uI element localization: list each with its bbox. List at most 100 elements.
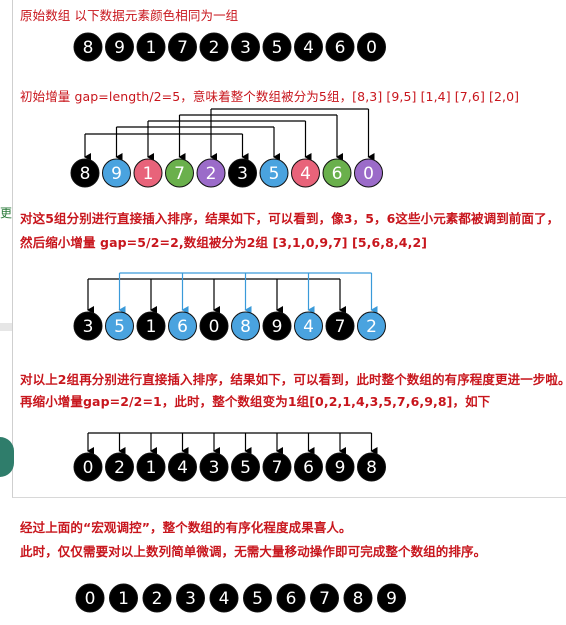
ball-final-1 — [109, 583, 138, 613]
ball-label-original-3: 7 — [177, 38, 188, 58]
ball-label-final-4: 4 — [219, 589, 230, 609]
ball-label-final-5: 5 — [252, 589, 263, 609]
ball-label-gap2-7: 4 — [303, 317, 314, 337]
ball-gap5-6 — [259, 158, 289, 188]
ball-label-final-8: 8 — [353, 589, 364, 609]
ball-gap1-5 — [231, 452, 260, 482]
ball-gap5-5 — [228, 158, 257, 188]
ball-label-gap5-9: 0 — [363, 164, 374, 184]
ball-original-1 — [105, 32, 134, 62]
edge-teal-shape — [0, 437, 14, 477]
ball-gap5-7 — [291, 158, 320, 188]
ball-gap1-6 — [262, 452, 292, 482]
ball-original-8 — [325, 32, 355, 62]
ball-gap5-3 — [165, 158, 194, 188]
ball-label-gap5-8: 6 — [332, 164, 343, 184]
ball-label-original-5: 3 — [240, 38, 251, 58]
ball-gap1-1 — [105, 452, 134, 482]
ball-label-gap5-2: 1 — [143, 164, 154, 184]
ball-label-gap2-6: 9 — [272, 317, 283, 337]
ball-label-original-7: 4 — [303, 38, 314, 58]
ball-gap5-8 — [322, 158, 352, 188]
ball-label-final-6: 6 — [286, 589, 297, 609]
ball-gap1-2 — [136, 452, 166, 482]
ball-gap2-6 — [262, 311, 292, 341]
ball-final-8 — [343, 583, 373, 613]
ball-label-gap1-2: 1 — [146, 458, 157, 478]
ball-label-final-7: 7 — [319, 589, 330, 609]
caption-after-gap2: 对以上2组再分别进行直接插入排序，结果如下，可以看到，此时整个数组的有序程度更进… — [20, 372, 566, 387]
ball-label-original-2: 1 — [146, 38, 157, 58]
ball-gap5-4 — [196, 158, 226, 188]
caption-summary: 经过上面的“宏观调控”，整个数组的有序化程度成果喜人。 — [20, 520, 352, 535]
ball-label-gap1-4: 3 — [209, 458, 220, 478]
ball-label-gap5-3: 7 — [174, 164, 185, 184]
ball-gap2-8 — [325, 311, 355, 341]
ball-gap2-2 — [136, 311, 166, 341]
ball-label-gap2-5: 8 — [240, 317, 251, 337]
ball-final-6 — [276, 583, 306, 613]
ball-gap2-3 — [168, 311, 197, 341]
ball-original-0 — [73, 32, 103, 62]
ball-label-original-9: 0 — [366, 38, 377, 58]
ball-label-final-3: 3 — [185, 589, 196, 609]
ball-original-6 — [262, 32, 292, 62]
caption-after-gap5: 对这5组分别进行直接插入排序，结果如下，可以看到，像3，5，6这些小元素都被调到… — [20, 211, 560, 226]
ball-final-3 — [176, 583, 205, 613]
ball-original-3 — [168, 32, 197, 62]
caption-gap5: 初始增量 gap=length/2=5，意味着整个数组被分为5组，[8,3] [… — [20, 89, 520, 104]
caption-final: 此时，仅仅需要对以上数列简单微调，无需大量移动操作即可完成整个数组的排序。 — [20, 544, 487, 559]
ball-label-gap2-8: 7 — [335, 317, 346, 337]
ball-label-gap2-3: 6 — [177, 317, 188, 337]
ball-label-gap5-7: 4 — [300, 164, 311, 184]
ball-gap2-4 — [199, 311, 229, 341]
ball-gap2-5 — [231, 311, 260, 341]
ball-gap2-0 — [73, 311, 103, 341]
ball-label-gap5-1: 9 — [111, 164, 122, 184]
ball-label-gap5-5: 3 — [237, 164, 248, 184]
ball-label-gap1-3: 4 — [177, 458, 188, 478]
ball-gap2-9 — [357, 311, 386, 341]
ball-final-0 — [75, 583, 105, 613]
ball-gap1-7 — [294, 452, 323, 482]
ball-gap2-1 — [105, 311, 134, 341]
ball-label-gap5-6: 5 — [269, 164, 280, 184]
ball-label-gap1-6: 7 — [272, 458, 283, 478]
ball-label-gap2-1: 5 — [114, 317, 125, 337]
ball-label-gap1-1: 2 — [114, 458, 125, 478]
ball-final-9 — [377, 583, 406, 613]
ball-final-2 — [142, 583, 172, 613]
ball-label-final-9: 9 — [386, 589, 397, 609]
ball-label-original-4: 2 — [209, 38, 220, 58]
ball-label-gap2-4: 0 — [209, 317, 220, 337]
caption-gap1: 再缩小增量gap=2/2=1，此时，整个数组变为1组[0,2,1,4,3,5,7… — [20, 394, 491, 409]
ball-label-gap1-8: 9 — [335, 458, 346, 478]
ball-final-4 — [209, 583, 239, 613]
ball-gap5-0 — [70, 158, 100, 188]
ball-label-gap5-0: 8 — [80, 164, 91, 184]
ball-gap5-9 — [354, 158, 383, 188]
ball-label-gap2-0: 3 — [83, 317, 94, 337]
ball-original-4 — [199, 32, 229, 62]
ball-label-gap1-0: 0 — [83, 458, 94, 478]
ball-final-5 — [243, 583, 272, 613]
top-panel — [12, 0, 566, 498]
ball-label-gap1-7: 6 — [303, 458, 314, 478]
ball-label-final-0: 0 — [85, 589, 96, 609]
ball-gap1-4 — [199, 452, 229, 482]
caption-gap2: 然后缩小增量 gap=5/2=2,数组被分为2组 [3,1,0,9,7] [5,… — [20, 235, 428, 250]
ball-label-original-0: 8 — [83, 38, 94, 58]
caption-original: 原始数组 以下数据元素颜色相同为一组 — [20, 8, 239, 23]
ball-gap1-3 — [168, 452, 197, 482]
ball-gap1-0 — [73, 452, 103, 482]
ball-label-original-8: 6 — [335, 38, 346, 58]
ball-gap5-2 — [133, 158, 163, 188]
ball-gap2-7 — [294, 311, 323, 341]
ball-label-gap1-9: 8 — [366, 458, 377, 478]
ball-label-final-1: 1 — [118, 589, 129, 609]
